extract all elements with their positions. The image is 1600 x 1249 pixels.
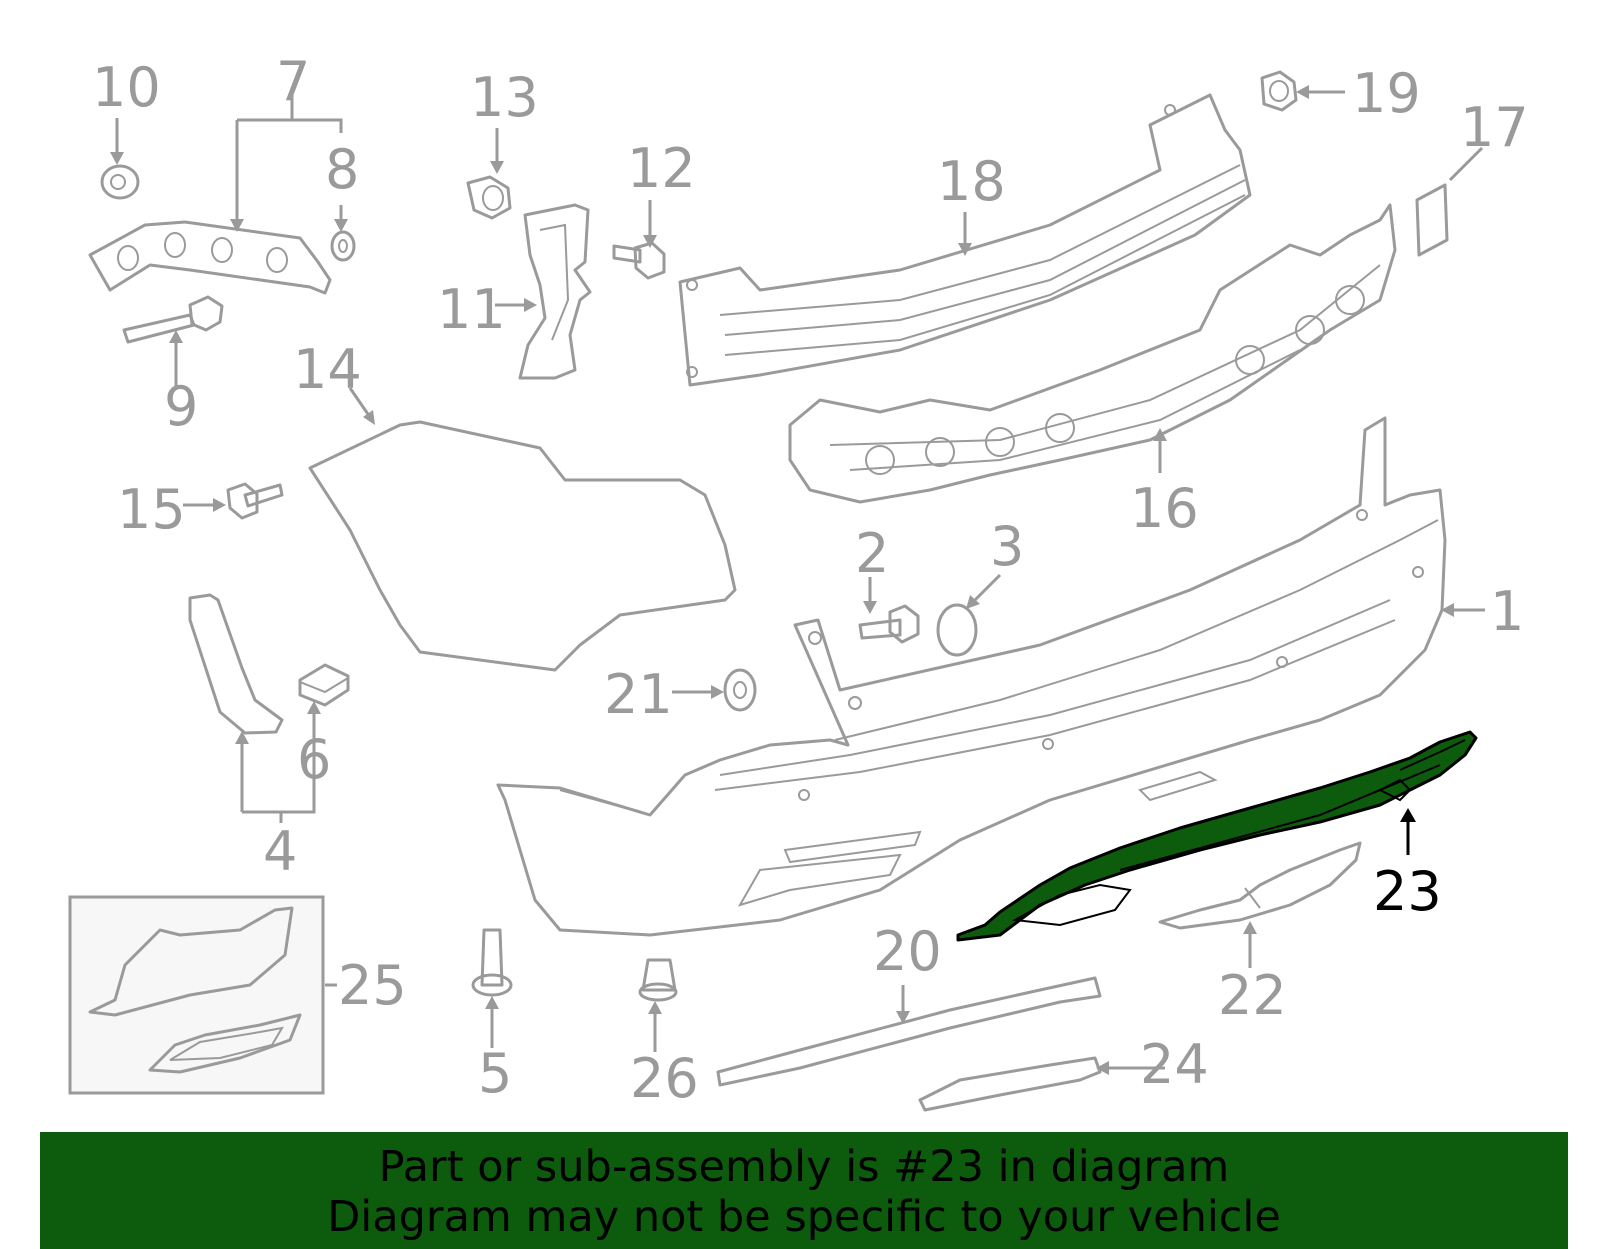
part-16-energy-absorber xyxy=(788,203,1397,504)
part-7-bracket xyxy=(88,220,332,295)
callout-7: 7 xyxy=(276,50,310,113)
part-9-bolt xyxy=(122,295,224,344)
callout-3: 3 xyxy=(990,515,1024,578)
banner-line-1: Part or sub-assembly is #23 in diagram xyxy=(378,1142,1230,1192)
part-10-nut xyxy=(100,164,140,200)
banner-line-2: Diagram may not be specific to your vehi… xyxy=(327,1192,1281,1242)
part-6-clip xyxy=(298,663,350,707)
arrow-heads xyxy=(110,85,1454,1075)
part-13-nut xyxy=(466,175,512,220)
part-11-bracket xyxy=(518,203,592,380)
callout-15: 15 xyxy=(117,478,186,541)
part-25-inset xyxy=(68,895,325,1095)
part-23-lower-valance xyxy=(956,730,1478,942)
part-8-washer xyxy=(330,230,356,262)
callout-19: 19 xyxy=(1352,62,1421,125)
part-3-ring xyxy=(936,603,978,657)
callout-13: 13 xyxy=(470,66,539,129)
part-17-label xyxy=(1415,183,1449,257)
part-2-bolt xyxy=(858,604,920,644)
part-1-bumper-cover xyxy=(496,416,1447,937)
info-banner: Part or sub-assembly is #23 in diagram D… xyxy=(40,1132,1568,1249)
callout-9: 9 xyxy=(164,375,198,438)
callout-14: 14 xyxy=(293,338,362,401)
part-14-cover xyxy=(308,420,737,672)
part-4-side-bracket xyxy=(188,593,284,735)
part-21-grommet xyxy=(723,668,757,712)
callout-10: 10 xyxy=(92,56,161,119)
part-18-impact-bar xyxy=(678,93,1252,387)
callout-26: 26 xyxy=(630,1047,699,1110)
callout-25: 25 xyxy=(338,954,407,1017)
callout-11: 11 xyxy=(437,278,506,341)
callout-6: 6 xyxy=(297,728,331,791)
callout-4: 4 xyxy=(263,820,297,883)
part-22-trim xyxy=(1158,841,1362,930)
callout-18: 18 xyxy=(937,150,1006,213)
part-20-lower-strip xyxy=(716,976,1102,1087)
callout-24: 24 xyxy=(1140,1033,1209,1096)
callout-22: 22 xyxy=(1218,964,1287,1027)
callout-20: 20 xyxy=(873,920,942,983)
part-12-bolt xyxy=(612,241,666,280)
part-26-pin xyxy=(638,958,678,1002)
callout-12: 12 xyxy=(627,137,696,200)
callout-8: 8 xyxy=(325,138,359,201)
callout-23-highlighted: 23 xyxy=(1373,860,1442,923)
part-19-nut xyxy=(1260,70,1298,112)
part-24-strip xyxy=(918,1056,1102,1112)
callout-2: 2 xyxy=(855,522,889,585)
callout-17: 17 xyxy=(1460,96,1529,159)
part-15-bolt xyxy=(226,482,284,520)
callout-21: 21 xyxy=(604,663,673,726)
callout-1: 1 xyxy=(1490,580,1524,643)
callout-16: 16 xyxy=(1130,477,1199,540)
callout-5: 5 xyxy=(478,1042,512,1105)
part-5-screw xyxy=(471,928,513,997)
